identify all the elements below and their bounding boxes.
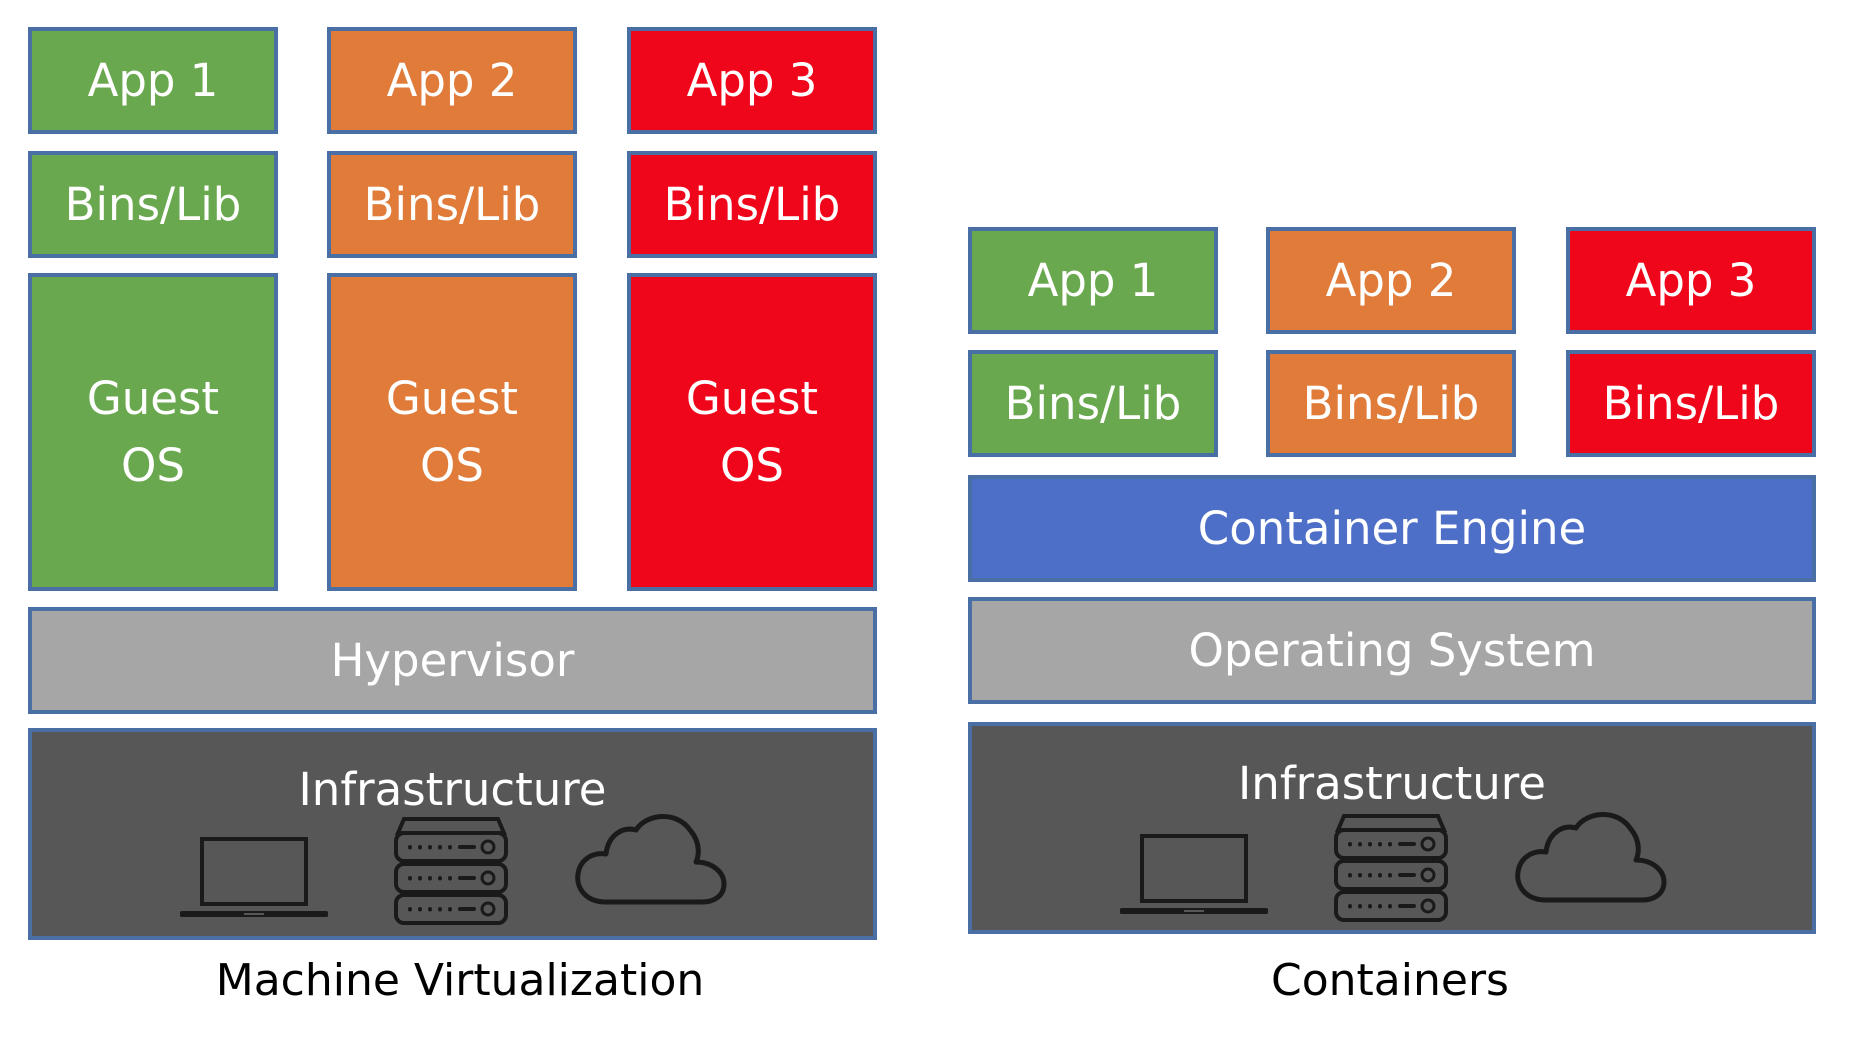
container-engine-label: Container Engine — [1197, 501, 1587, 555]
ct-app-1-box: App 1 — [968, 227, 1218, 334]
ct-app-3-box: App 3 — [1566, 227, 1816, 334]
laptop-icon — [180, 837, 328, 917]
vm-app-1-box: App 1 — [28, 27, 278, 134]
vm-app-2-box: App 2 — [327, 27, 577, 134]
container-engine-box: Container Engine — [968, 475, 1816, 582]
ct-app-3-label: App 3 — [1625, 253, 1757, 307]
vm-infrastructure-label: Infrastructure — [298, 763, 607, 816]
containers-caption: Containers — [1271, 955, 1509, 1006]
vm-guest-os-2-label: Guest OS — [385, 371, 519, 493]
ct-libs-2-label: Bins/Lib — [1302, 376, 1480, 430]
hypervisor-label: Hypervisor — [330, 633, 575, 687]
vm-libs-1-box: Bins/Lib — [28, 151, 278, 258]
vm-libs-2-label: Bins/Lib — [363, 177, 541, 231]
server-icon — [394, 817, 508, 925]
ct-app-2-box: App 2 — [1266, 227, 1516, 334]
operating-system-label: Operating System — [1188, 623, 1596, 677]
cloud-icon — [1515, 812, 1667, 903]
vm-caption: Machine Virtualization — [215, 955, 705, 1006]
vm-guest-os-2-box: Guest OS — [327, 273, 577, 591]
vm-libs-2-box: Bins/Lib — [327, 151, 577, 258]
ct-libs-2-box: Bins/Lib — [1266, 350, 1516, 457]
operating-system-box: Operating System — [968, 597, 1816, 704]
ct-app-2-label: App 2 — [1325, 253, 1457, 307]
vm-libs-3-label: Bins/Lib — [663, 177, 841, 231]
vm-app-3-box: App 3 — [627, 27, 877, 134]
vm-app-2-label: App 2 — [386, 53, 518, 107]
ct-libs-1-label: Bins/Lib — [1004, 376, 1182, 430]
vm-libs-1-label: Bins/Lib — [64, 177, 242, 231]
vm-guest-os-3-label: Guest OS — [685, 371, 819, 493]
vm-guest-os-1-box: Guest OS — [28, 273, 278, 591]
ct-libs-3-label: Bins/Lib — [1602, 376, 1780, 430]
server-icon — [1334, 814, 1448, 922]
vm-guest-os-1-label: Guest OS — [86, 371, 220, 493]
ct-libs-1-box: Bins/Lib — [968, 350, 1218, 457]
vm-libs-3-box: Bins/Lib — [627, 151, 877, 258]
hypervisor-box: Hypervisor — [28, 607, 877, 714]
vm-guest-os-3-box: Guest OS — [627, 273, 877, 591]
vm-app-1-label: App 1 — [87, 53, 219, 107]
cloud-icon — [575, 814, 727, 905]
ct-app-1-label: App 1 — [1027, 253, 1159, 307]
vm-app-3-label: App 3 — [686, 53, 818, 107]
ct-infrastructure-label: Infrastructure — [1238, 757, 1546, 810]
ct-libs-3-box: Bins/Lib — [1566, 350, 1816, 457]
laptop-icon — [1120, 834, 1268, 914]
